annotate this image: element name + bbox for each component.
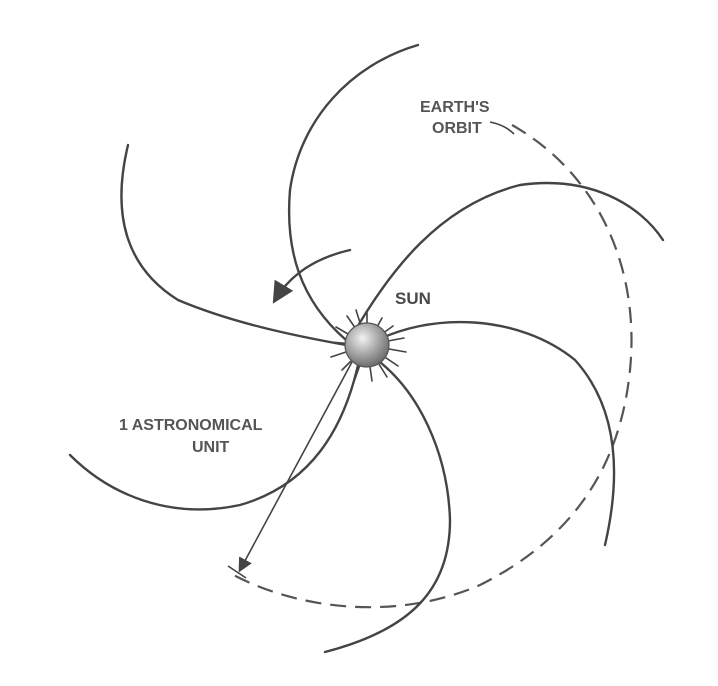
sun	[344, 322, 390, 368]
spiral-line-4	[366, 320, 616, 547]
spiral-line-3	[350, 181, 665, 338]
rotation-arrow	[272, 248, 352, 304]
spiral-line-5	[323, 354, 452, 654]
sun-label: SUN	[395, 289, 431, 308]
astronomical-unit-line	[238, 361, 353, 573]
astronomical-unit-label-line2: UNIT	[192, 439, 230, 456]
earths-orbit-label-line1: EARTH'S	[420, 99, 490, 116]
astronomical-unit-label-line1: 1 ASTRONOMICAL	[119, 417, 263, 434]
astronomical-unit-tick	[227, 565, 247, 579]
earths-orbit	[227, 124, 633, 609]
spiral-line-2	[287, 43, 420, 342]
spiral-line-1	[120, 143, 348, 347]
orbit-label-pointer	[489, 121, 515, 135]
earths-orbit-label-line2: ORBIT	[432, 120, 482, 137]
spiral-line-6	[68, 354, 362, 511]
